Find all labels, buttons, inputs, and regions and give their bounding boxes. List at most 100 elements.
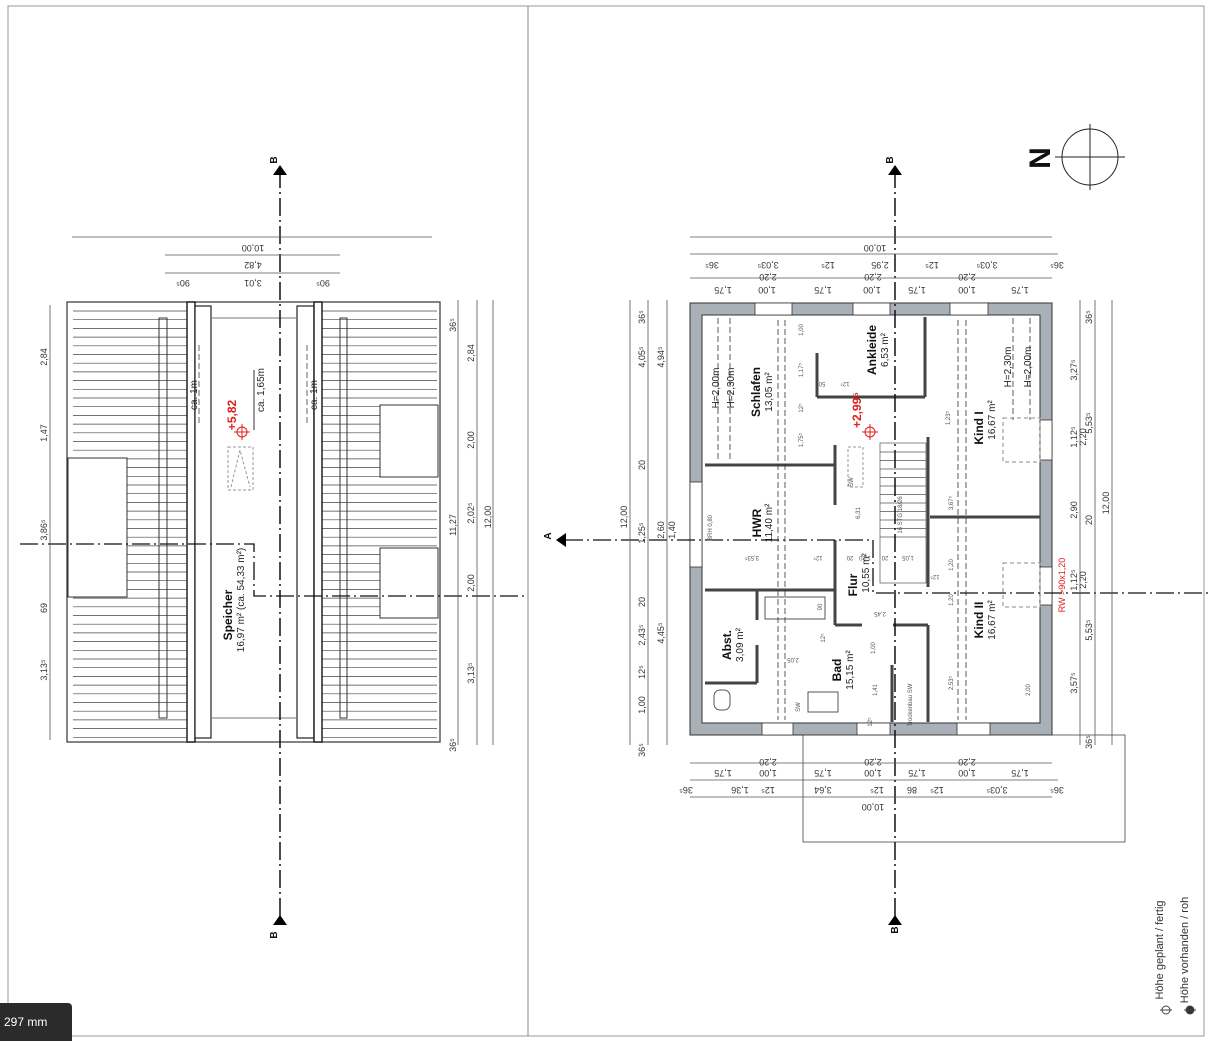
inner-dimension-label: 12⁵ [867,717,874,727]
terrace-outline [802,734,1126,843]
dimension-label: 1,00 [863,285,881,295]
inner-dimension-label: 12⁵ [930,573,940,580]
dimension-label: 36⁵ [637,310,647,324]
purlin-left [158,317,168,719]
level-crosshair-icon [234,424,250,440]
inner-dimension-label: 12⁵ [840,380,850,387]
stair-label: 16 STG 18/26 [898,496,904,534]
dimension-label: 1,75 [908,285,926,295]
dormer-right-top [379,404,439,478]
staircase [879,442,927,584]
dimension-label: 90⁵ [176,278,190,288]
dimension-label: 12⁵ [761,785,775,795]
section-mark: B [885,156,896,163]
dimension-label: 3,03⁵ [986,785,1008,795]
dimension-label: 3,27⁵ [1069,359,1079,381]
upper-dimension-lines [629,236,1113,798]
inner-dimension-label: 12⁵ [813,554,823,561]
dimension-label: 1,25⁵ [637,522,647,544]
dimension-label: 69 [39,603,49,613]
inner-dimension-label: 20 [881,554,888,560]
dimension-label: 2,00 [466,431,476,449]
dimension-label: 11,27 [448,514,458,536]
level-label: +2,99⁵ [850,392,864,428]
dimension-label: 12⁵ [637,665,647,679]
height-label: H=2,30m [1003,347,1014,388]
dimension-label: 90⁵ [316,278,330,288]
dimension-label: 1,36 [731,785,749,795]
dormer-right-bottom [379,547,439,619]
dimension-label: 2,20 [864,272,882,282]
dimension-label: 2,02⁵ [466,502,476,524]
dimension-label: 5,53⁵ [1084,412,1094,434]
north-label: N [1024,147,1057,169]
inner-dimension-label: 12⁵ [798,403,805,413]
existing-height-icon [1184,1005,1196,1015]
dimension-label: 36⁵ [637,743,647,757]
room-area: 16,67 m² [987,600,998,640]
north-arrow-icon [1055,124,1125,190]
section-arrow-icon [273,165,287,175]
dimension-label: 2,20 [1078,571,1088,589]
dimension-label: 2,20 [1078,428,1088,446]
height-label: H=2,30m [726,368,737,409]
dimension-label: 3,64 [814,785,832,795]
inner-dimension-label: 2,00 [1026,684,1032,696]
inner-dimension-label: 1,20 [859,554,871,560]
inner-dimension-label: 1,05 [902,554,914,560]
dimension-label: 3,13⁵ [39,659,49,681]
dimension-label: 36⁵ [448,318,458,332]
dimension-label: 2,84 [39,348,49,366]
dimension-label: 1,75 [814,768,832,778]
bathtub [764,596,826,620]
section-arrow-icon [556,533,566,547]
dormer-outline [1002,417,1041,463]
clearance-label: ca. 1m [189,380,200,410]
legend [1160,1005,1196,1015]
dimension-label: 2,20 [759,757,777,767]
dimension-label: 2,20 [958,757,976,767]
inner-dimension-label: 2,45 [874,610,886,616]
dimension-label: 2,84 [466,344,476,362]
inner-dimension-label: 2,53⁵ [948,675,955,690]
room-name: HWR [750,508,764,537]
shaft-label: SW [796,702,802,712]
dimension-label: 12⁵ [930,785,944,795]
dimension-label: 2,43⁵ [637,624,647,646]
dimension-label: 12,00 [1101,492,1111,515]
section-line-a-right [565,539,1208,594]
height-label: H=2,00m [1023,347,1034,388]
hatch-swing [230,449,251,488]
room-area: 13,05 m² [764,372,775,412]
dimension-label: 20 [1084,515,1094,525]
dimension-label: 3,13⁵ [466,662,476,684]
dimension-label: 20 [637,460,647,470]
dimension-label: 1,75 [1011,285,1029,295]
room-name: Speicher [221,589,235,640]
page-frame [7,5,1205,1037]
room-area: 16,97 m² (ca. 54,33 m²) [236,548,247,652]
dimension-label: 1,00 [958,768,976,778]
inner-dimension-label: 1,41 [873,684,879,696]
dimension-label: 2,20 [958,272,976,282]
room-area: 11,40 m² [764,503,775,542]
roof-hatching [73,310,437,738]
inner-dimension-label: 1,20 [949,559,955,571]
dormer-outline [1002,562,1041,608]
room-area: 16,67 m² [987,400,998,440]
section-arrow-icon [273,915,287,925]
inner-dimension-label: 3,53⁵ [744,554,759,561]
dimension-label: 2,20 [864,757,882,767]
dimension-label: 3,01 [244,278,262,288]
section-mark: B [269,931,280,938]
room-area: 10,55 m² [861,553,872,593]
shaft-label: SW [849,477,855,487]
inner-dimension-label: 6,31 [856,507,862,519]
upper-floor-plan [556,124,1208,925]
room-name: Kind II [972,602,986,639]
dimension-label: 36⁵ [1050,260,1064,270]
dimension-label: 4,94⁵ [656,346,666,368]
section-mark: B [269,156,280,163]
room-name: Abst. [720,630,734,660]
